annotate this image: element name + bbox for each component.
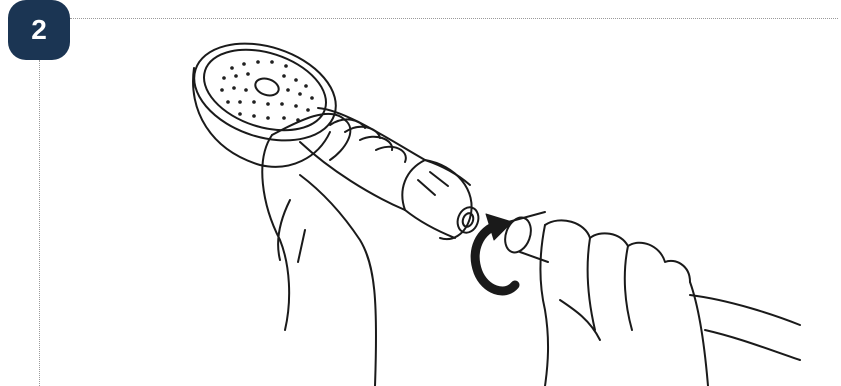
threaded-nipple	[454, 204, 482, 235]
right-hand	[540, 220, 708, 386]
hose	[501, 212, 800, 360]
shower-head-face-inner	[194, 35, 337, 144]
rotate-clockwise-arrow-icon	[475, 214, 515, 291]
shower-head-center	[253, 76, 281, 99]
shower-head	[182, 27, 349, 167]
spray-holes	[221, 61, 313, 121]
left-hand	[262, 114, 406, 386]
